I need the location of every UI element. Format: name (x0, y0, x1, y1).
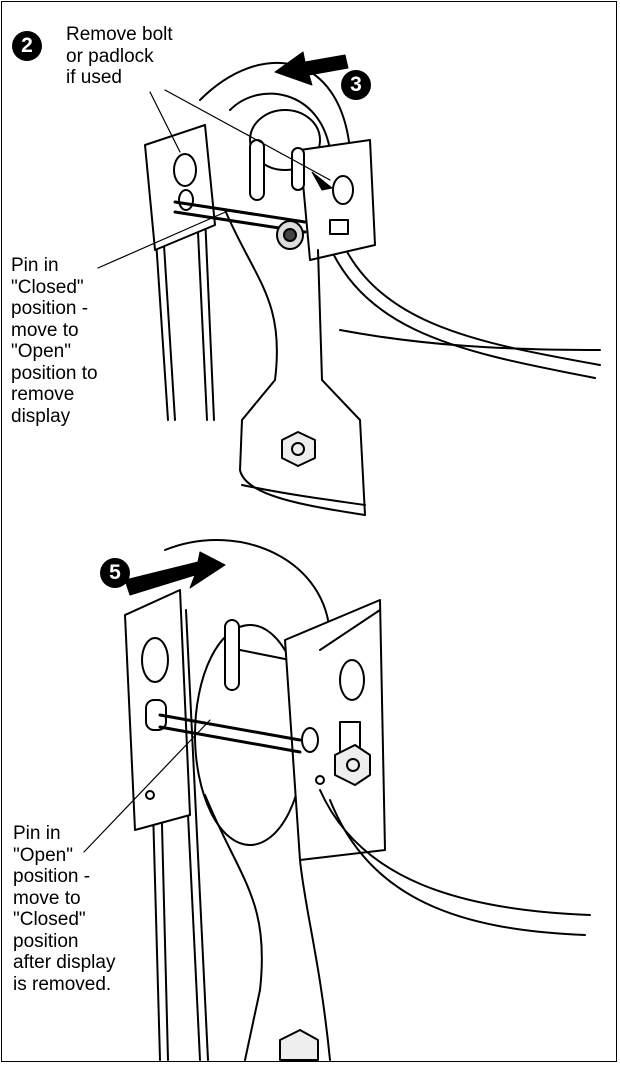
remove-bolt-label: Remove bolt or padlock if used (66, 24, 173, 88)
step-3-badge: 3 (341, 70, 371, 100)
arrow-5-icon (124, 551, 226, 596)
top-bracket-assembly (144, 61, 601, 516)
pin-open-label: Pin in "Open" position - move to "Closed… (13, 823, 116, 995)
bottom-leader-line (83, 719, 211, 853)
top-leader-lines (97, 89, 331, 269)
arrow-bolt-icon (311, 171, 333, 191)
step-2-badge: 2 (12, 31, 42, 61)
bottom-bracket-assembly (124, 539, 591, 1061)
pin-closed-label: Pin in "Closed" position - move to "Open… (11, 255, 98, 427)
arrow-3-icon (274, 51, 349, 86)
step-5-badge: 5 (100, 558, 130, 588)
